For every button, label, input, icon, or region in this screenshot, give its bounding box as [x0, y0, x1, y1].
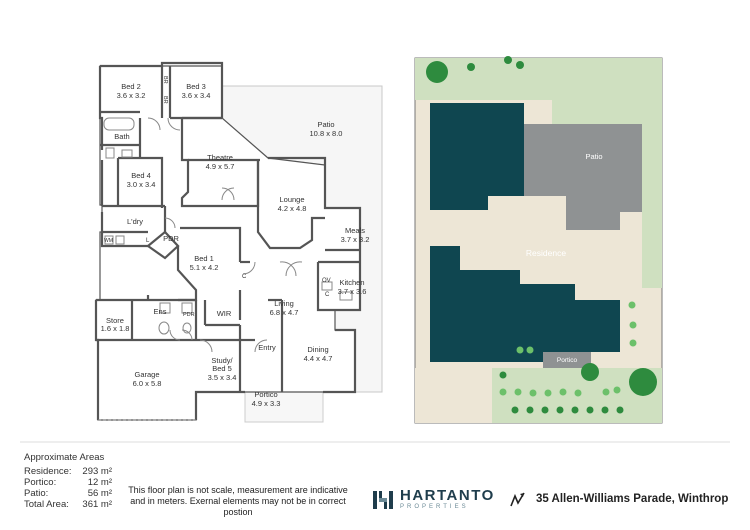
patio-label: Patio: [585, 152, 602, 161]
svg-text:Bed 4: Bed 4: [131, 171, 151, 180]
residence-footprint: [430, 103, 625, 362]
svg-text:Kitchen: Kitchen: [339, 278, 364, 287]
svg-text:3.7 x 3.2: 3.7 x 3.2: [341, 235, 370, 244]
side-paving: [620, 290, 642, 352]
hartanto-logo: HARTANTO PROPERTIES: [372, 487, 495, 511]
svg-text:WIR: WIR: [217, 309, 232, 318]
svg-text:4.9 x 5.7: 4.9 x 5.7: [206, 162, 235, 171]
br-label-1: BR: [162, 76, 168, 84]
area-row-residence: Residence:293 m²: [24, 466, 112, 477]
room-bed3: Bed 33.6 x 3.4: [182, 82, 211, 100]
driveway: [415, 368, 492, 423]
north-arrow-icon: [510, 492, 525, 507]
svg-text:Bed 1: Bed 1: [194, 254, 214, 263]
room-ldry: L'dry: [127, 217, 143, 226]
room-labels: Bed 23.6 x 3.2 Bed 33.6 x 3.4 Patio10.8 …: [101, 82, 370, 408]
svg-text:Bed 2: Bed 2: [121, 82, 141, 91]
hartanto-logo-icon: [373, 491, 393, 509]
svg-text:Theatre: Theatre: [207, 153, 233, 162]
room-ens: Ens: [154, 307, 167, 316]
svg-text:Lounge: Lounge: [279, 195, 304, 204]
svg-text:3.6 x 3.2: 3.6 x 3.2: [117, 91, 146, 100]
room-entry: Entry: [258, 343, 276, 352]
svg-text:Dining: Dining: [307, 345, 328, 354]
room-bath: Bath: [114, 132, 129, 141]
room-bed1: Bed 15.1 x 4.2: [190, 254, 219, 272]
svg-text:Meals: Meals: [345, 226, 365, 235]
disclaimer-text: This floor plan is not scale, measuremen…: [128, 485, 348, 517]
grass-top: [415, 58, 552, 100]
portico-footprint: [543, 352, 591, 368]
area-row-total: Total Area:361 m²: [24, 499, 112, 510]
svg-text:10.8 x 8.0: 10.8 x 8.0: [310, 129, 343, 138]
approximate-areas: Approximate Areas Residence:293 m² Porti…: [24, 452, 112, 510]
svg-text:3.5 x 3.4: 3.5 x 3.4: [208, 373, 237, 382]
svg-text:Store: Store: [106, 316, 124, 325]
areas-heading: Approximate Areas: [24, 452, 105, 463]
svg-text:Garage: Garage: [134, 370, 159, 379]
svg-text:Portico: Portico: [254, 390, 277, 399]
room-bed4: Bed 43.0 x 3.4: [127, 171, 156, 189]
svg-text:PDR: PDR: [163, 234, 179, 243]
svg-text:4.2 x 4.8: 4.2 x 4.8: [278, 204, 307, 213]
svg-text:1.6 x 1.8: 1.6 x 1.8: [101, 324, 130, 333]
svg-text:3.0 x 3.4: 3.0 x 3.4: [127, 180, 156, 189]
portico-floor: [244, 391, 324, 423]
area-row-portico: Portico:12 m²: [24, 477, 112, 488]
c-label-2: C: [325, 292, 330, 298]
property-address: 35 Allen-Williams Parade, Winthrop: [536, 493, 729, 505]
room-study: Study/Bed 53.5 x 3.4: [208, 356, 237, 382]
svg-text:Patio: Patio: [317, 120, 334, 129]
svg-text:Study/: Study/: [211, 356, 233, 365]
svg-text:6.0 x 5.8: 6.0 x 5.8: [133, 379, 162, 388]
svg-text:L'dry: L'dry: [127, 217, 143, 226]
ov-label: OV: [322, 278, 331, 284]
svg-text:3.7 x 3.6: 3.7 x 3.6: [338, 287, 367, 296]
room-bed2: Bed 23.6 x 3.2: [117, 82, 146, 100]
wm-label: WM: [104, 238, 113, 244]
svg-text:4.9 x 3.3: 4.9 x 3.3: [252, 399, 281, 408]
svg-text:6.8 x 4.7: 6.8 x 4.7: [270, 308, 299, 317]
svg-text:Bed 5: Bed 5: [212, 364, 232, 373]
svg-text:5.1 x 4.2: 5.1 x 4.2: [190, 263, 219, 272]
area-row-patio: Patio:56 m²: [24, 488, 112, 499]
svg-text:4.4 x 4.7: 4.4 x 4.7: [304, 354, 333, 363]
svg-text:3.6 x 3.4: 3.6 x 3.4: [182, 91, 211, 100]
l-label: L: [146, 238, 150, 244]
grass-right: [552, 58, 662, 288]
svg-text:Living: Living: [274, 299, 294, 308]
site-plan: Residence Patio Portico: [414, 56, 663, 424]
patio-footprint: [524, 124, 642, 230]
svg-text:Entry: Entry: [258, 343, 276, 352]
pdr-small-label: PDR: [183, 312, 195, 318]
portico-label: Portico: [557, 357, 578, 364]
room-pdr: PDR: [163, 234, 179, 243]
svg-text:Bath: Bath: [114, 132, 129, 141]
c-label-1: C: [242, 274, 247, 280]
svg-text:Ens: Ens: [154, 307, 167, 316]
residence-label: Residence: [526, 248, 566, 258]
trees: [426, 56, 657, 414]
room-wir: WIR: [217, 309, 232, 318]
logo-brand-text: HARTANTO: [400, 487, 495, 504]
svg-text:Bed 3: Bed 3: [186, 82, 206, 91]
logo-sub-text: PROPERTIES: [400, 504, 469, 510]
br-label-2: BR: [162, 96, 168, 104]
